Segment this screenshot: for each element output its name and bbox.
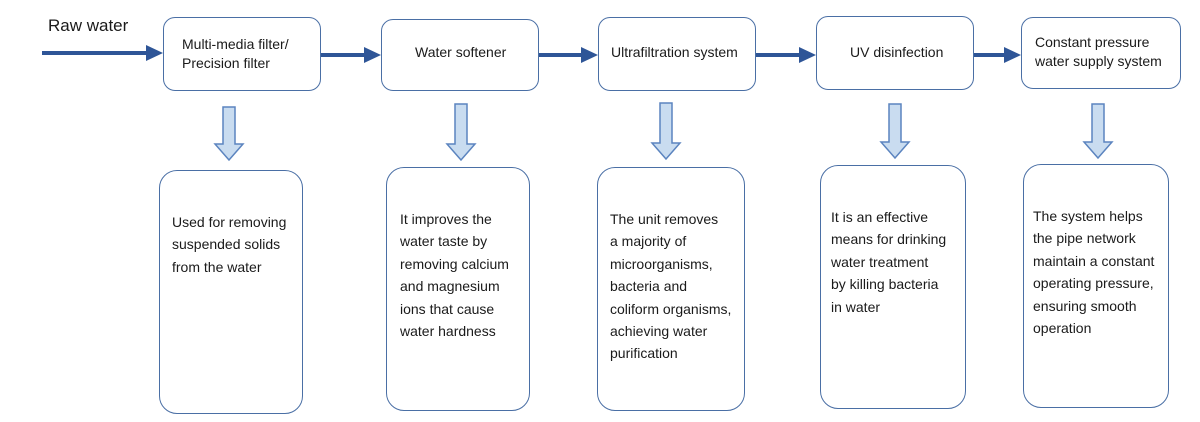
description-text: It improves the water taste by removing … bbox=[400, 211, 509, 340]
stage-label: UV disinfection bbox=[850, 43, 944, 60]
stage-ultrafiltration: Ultrafiltration system bbox=[598, 17, 756, 91]
flow-arrow-1 bbox=[321, 47, 381, 63]
description-multimedia-filter: Used for removing suspended solids from … bbox=[159, 170, 303, 414]
down-arrow-4 bbox=[879, 103, 911, 160]
stage-label: Constant pressure water supply system bbox=[1035, 34, 1162, 69]
flow-arrow-2 bbox=[539, 47, 598, 63]
raw-water-arrow bbox=[42, 45, 163, 61]
description-ultrafiltration: The unit removes a majority of microorga… bbox=[597, 167, 745, 411]
description-constant-pressure: The system helps the pipe network mainta… bbox=[1023, 164, 1169, 408]
stage-water-softener: Water softener bbox=[381, 19, 539, 91]
description-text: The system helps the pipe network mainta… bbox=[1033, 208, 1155, 337]
down-arrow-1 bbox=[213, 106, 245, 162]
flow-arrow-3 bbox=[756, 47, 816, 63]
description-text: Used for removing suspended solids from … bbox=[172, 214, 287, 275]
stage-label: Multi-media filter/ Precision filter bbox=[182, 36, 289, 71]
description-text: The unit removes a majority of microorga… bbox=[610, 211, 732, 362]
down-arrow-2 bbox=[445, 103, 477, 162]
down-arrow-3 bbox=[650, 102, 682, 161]
stage-label: Water softener bbox=[415, 43, 507, 60]
flow-arrow-4 bbox=[974, 47, 1021, 63]
down-arrow-5 bbox=[1082, 103, 1114, 160]
stage-constant-pressure: Constant pressure water supply system bbox=[1021, 17, 1181, 89]
stage-label: Ultrafiltration system bbox=[611, 43, 738, 60]
description-uv-disinfection: It is an effective means for drinking wa… bbox=[820, 165, 966, 409]
description-text: It is an effective means for drinking wa… bbox=[831, 209, 947, 315]
description-water-softener: It improves the water taste by removing … bbox=[386, 167, 530, 411]
raw-water-label: Raw water bbox=[48, 16, 129, 35]
stage-multimedia-filter: Multi-media filter/ Precision filter bbox=[163, 17, 321, 91]
stage-uv-disinfection: UV disinfection bbox=[816, 16, 974, 90]
